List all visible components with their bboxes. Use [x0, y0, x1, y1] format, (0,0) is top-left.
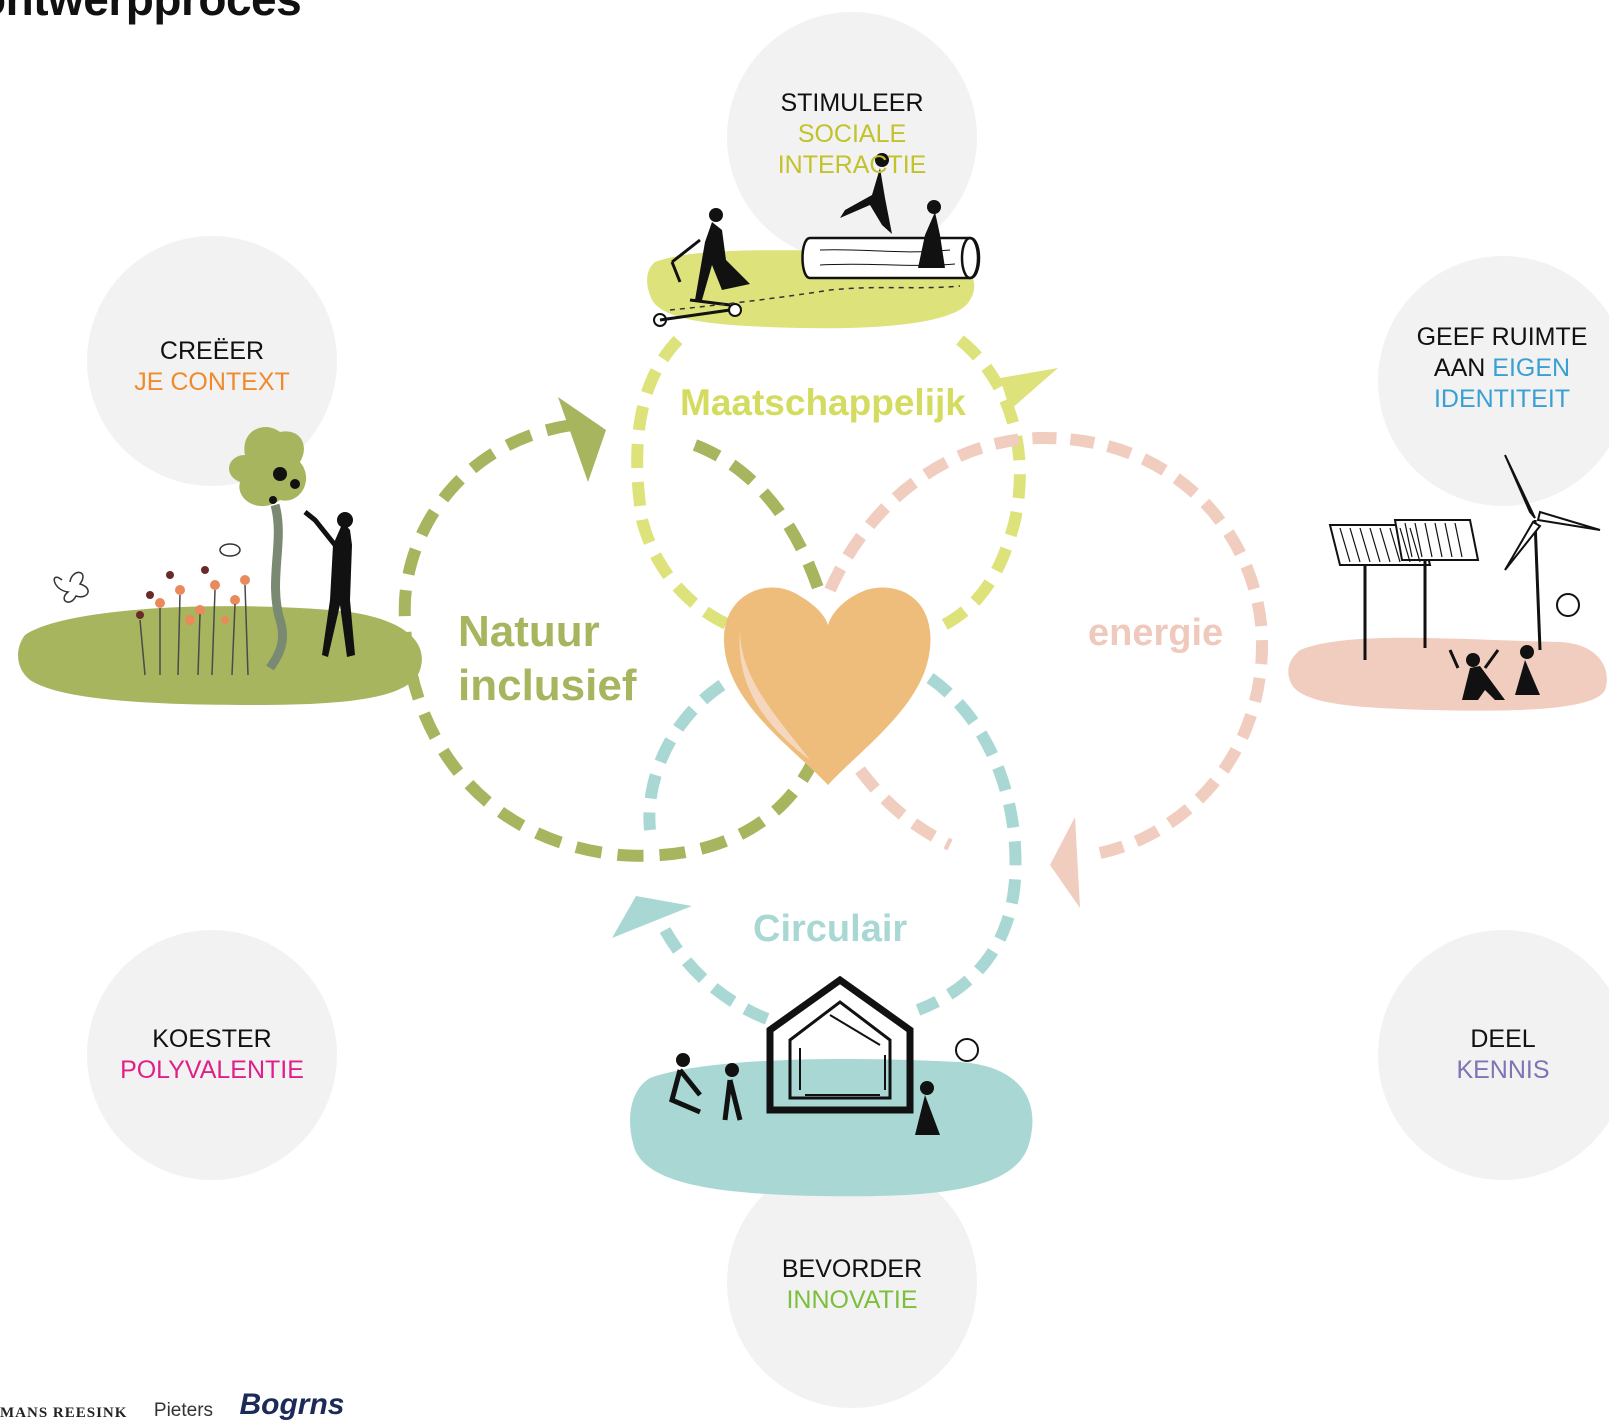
bubble-innovatie-text: BEVORDER INNOVATIE: [752, 1254, 952, 1316]
energy-scene-illustration: [1288, 454, 1607, 711]
bubble-innovatie-line2: INNOVATIE: [786, 1286, 918, 1314]
bubble-polyvalentie-line1: KOESTER: [152, 1025, 272, 1053]
logo-reesink: MANS REESINK: [0, 1405, 128, 1421]
maatschappelijk-arrow: [1000, 368, 1058, 410]
logo-bogrns: Bogrns: [239, 1388, 345, 1421]
heart-icon: [723, 587, 931, 785]
cycle-label-energie: energie: [1088, 612, 1224, 654]
recycle-arrows-icon: [799, 1014, 886, 1096]
cycle-label-circulair: Circulair: [753, 908, 908, 950]
bubble-sociaal-line3: INTERACTIE: [777, 151, 927, 179]
cycle-label-natuur: Natuur inclusief: [458, 605, 637, 713]
bubble-kennis-line2: KENNIS: [1456, 1056, 1550, 1084]
partner-logos: MANS REESINK Pieters Bogrns: [0, 1388, 366, 1422]
natuur-arrow: [558, 397, 606, 482]
cycle-label-natuur-line1: Natuur: [458, 607, 600, 656]
circulair-arrow: [612, 896, 692, 938]
bubble-identiteit-line1: GEEF RUIMTE: [1416, 323, 1588, 351]
energie-loop: [824, 431, 1269, 908]
social-scene-illustration: [647, 153, 981, 329]
bubble-context-text: CREËER JE CONTEXT: [112, 336, 312, 398]
bubble-kennis-text: DEEL KENNIS: [1403, 1024, 1603, 1086]
bubble-identiteit-line2-highlight: EIGEN: [1492, 354, 1571, 382]
bubble-context-line2: JE CONTEXT: [134, 368, 290, 396]
bubble-identiteit-text: GEEF RUIMTE AAN EIGEN IDENTITEIT: [1402, 322, 1602, 415]
bubble-sociaal-line1: STIMULEER: [780, 89, 924, 117]
bubble-kennis: [1378, 930, 1609, 1180]
logo-pieters: Pieters: [153, 1400, 214, 1421]
cycle-label-maatschappelijk: Maatschappelijk: [680, 382, 966, 423]
bubble-innovatie: [727, 1158, 977, 1408]
bubble-identiteit-line3: IDENTITEIT: [1433, 385, 1571, 413]
circular-house-illustration: [630, 975, 1033, 1197]
natuur-loop: [398, 397, 828, 862]
page-title: ontwerpproces: [0, 0, 302, 26]
bubble-identiteit-line2: AAN EIGEN: [1402, 353, 1602, 384]
bubble-kennis-line1: DEEL: [1470, 1025, 1536, 1053]
wind-turbine-icon: [1504, 454, 1601, 651]
circulair-loop: [612, 673, 1022, 1026]
bubble-sociaal-line2: SOCIALE: [797, 120, 907, 148]
bubble-identiteit: [1378, 256, 1609, 506]
bubble-innovatie-line1: BEVORDER: [781, 1255, 923, 1283]
bubble-polyvalentie: [87, 930, 337, 1180]
bubble-identiteit-line2-prefix: AAN: [1433, 354, 1486, 382]
cycle-label-natuur-line2: inclusief: [458, 661, 637, 710]
bubble-sociaal-text: STIMULEER SOCIALE INTERACTIE: [752, 88, 952, 181]
solar-panel-icon: [1328, 519, 1480, 660]
energie-arrow: [1050, 817, 1080, 908]
bubble-context-line1: CREËER: [159, 337, 265, 365]
bubble-polyvalentie-text: KOESTER POLYVALENTIE: [112, 1024, 312, 1086]
nature-scene-illustration: [18, 426, 422, 705]
maatschappelijk-loop: [631, 335, 1058, 634]
bubble-polyvalentie-line2: POLYVALENTIE: [120, 1056, 304, 1084]
